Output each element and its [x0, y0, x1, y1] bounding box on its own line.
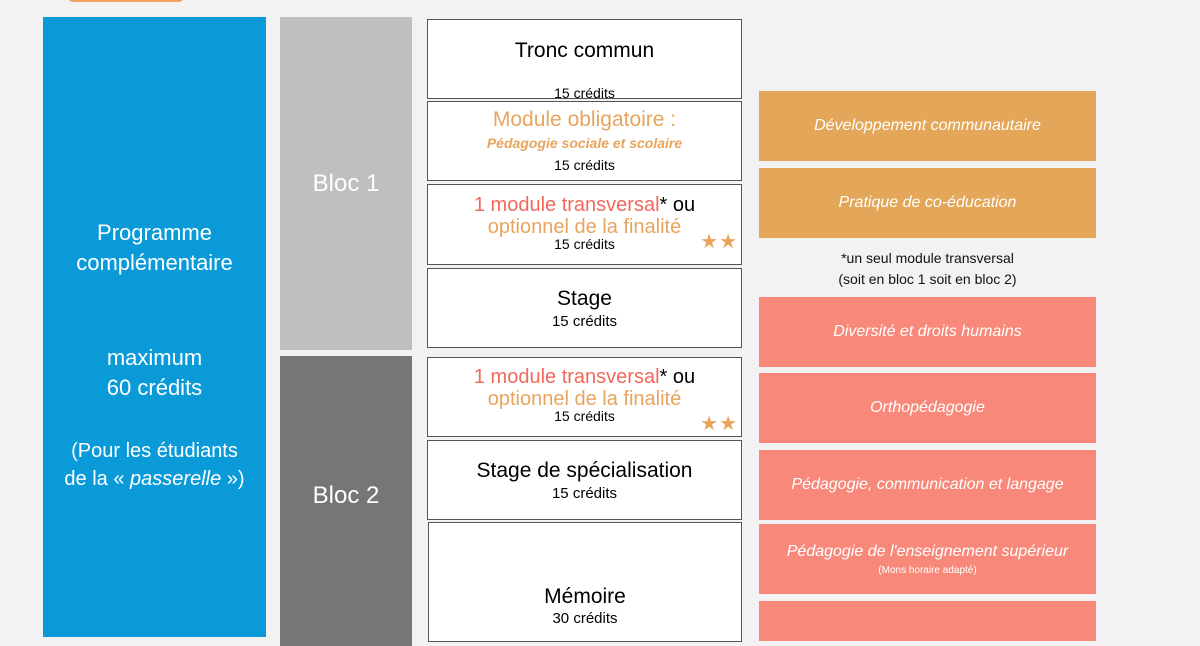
option-card-salmon: Pédagogie de l'enseignement supérieur (M… — [759, 524, 1096, 594]
module-title: Mémoire — [544, 585, 626, 608]
option-card-salmon-partial — [759, 601, 1096, 641]
option-label: Développement communautaire — [814, 117, 1041, 134]
passerelle-line2: de la « passerelle ») — [64, 468, 245, 490]
module-title: Tronc commun — [514, 39, 655, 62]
maximum-line: maximum — [106, 345, 203, 370]
module-stage-specialisation: Stage de spécialisation 15 crédits — [427, 440, 742, 520]
note-line2: (soit en bloc 1 soit en bloc 2) — [838, 271, 1017, 287]
programme-line2: complémentaire — [76, 250, 233, 275]
bloc-1-panel: Bloc 1 — [280, 17, 412, 350]
top-tab-decoration — [68, 0, 184, 2]
option-card-salmon: Orthopédagogie — [759, 373, 1096, 443]
module-tronc-commun: Tronc commun 15 crédits — [427, 19, 742, 101]
bloc-1-label: Bloc 1 — [312, 169, 380, 197]
module-transversal-bloc1: 1 module transversal* ou optionnel de la… — [427, 184, 742, 265]
module-transversal-bloc2: 1 module transversal* ou optionnel de la… — [427, 357, 742, 437]
module-memoire: Mémoire 30 crédits — [428, 522, 742, 642]
star-icon: ★★ — [700, 413, 738, 435]
module-credits: 15 crédits — [554, 408, 615, 424]
module-title: Module obligatoire : — [492, 108, 677, 131]
option-card-salmon: Pédagogie, communication et langage — [759, 450, 1096, 520]
passerelle-line1: (Pour les étudiants — [71, 440, 238, 462]
module-obligatoire: Module obligatoire : Pédagogie sociale e… — [427, 101, 742, 181]
module-title-line2: optionnel de la finalité — [487, 388, 682, 410]
module-credits: 15 crédits — [551, 485, 618, 502]
module-title: Stage de spécialisation — [476, 459, 693, 482]
option-label: Orthopédagogie — [870, 399, 985, 416]
option-label: Diversité et droits humains — [833, 323, 1022, 340]
module-credits: 30 crédits — [552, 610, 618, 627]
star-icon: ★★ — [700, 231, 738, 253]
module-subtitle: Pédagogie sociale et scolaire — [486, 135, 683, 151]
option-label: Pédagogie de l'enseignement supérieur — [786, 542, 1069, 560]
option-label: Pédagogie, communication et langage — [791, 476, 1064, 493]
option-label: Pratique de co-éducation — [838, 194, 1017, 211]
module-stage: Stage 15 crédits — [427, 268, 742, 348]
note-line1: *un seul module transversal — [841, 250, 1014, 266]
programme-line1: Programme — [97, 220, 212, 245]
module-title-line2: optionnel de la finalité — [487, 216, 682, 238]
module-title: 1 module transversal* ou — [473, 366, 696, 388]
option-sublabel: (Mons horaire adapté) — [878, 564, 977, 576]
max-credits-line: 60 crédits — [106, 375, 203, 400]
option-card-salmon: Diversité et droits humains — [759, 297, 1096, 367]
bloc-2-panel: Bloc 2 — [280, 356, 412, 646]
passerelle-term: passerelle — [130, 468, 222, 490]
bloc-2-label: Bloc 2 — [312, 482, 380, 509]
module-title: Stage — [557, 287, 612, 310]
module-credits: 15 crédits — [551, 313, 618, 330]
option-card-orange: Pratique de co-éducation — [759, 168, 1096, 238]
module-title: 1 module transversal* ou — [473, 194, 696, 216]
module-credits: 15 crédits — [554, 85, 615, 101]
transversal-note: *un seul module transversal (soit en blo… — [759, 248, 1096, 290]
module-credits: 15 crédits — [554, 236, 615, 252]
option-card-orange: Développement communautaire — [759, 91, 1096, 161]
programme-complementaire-panel: Programme complémentaire maximum 60 créd… — [43, 17, 266, 637]
module-credits: 15 crédits — [554, 157, 615, 173]
